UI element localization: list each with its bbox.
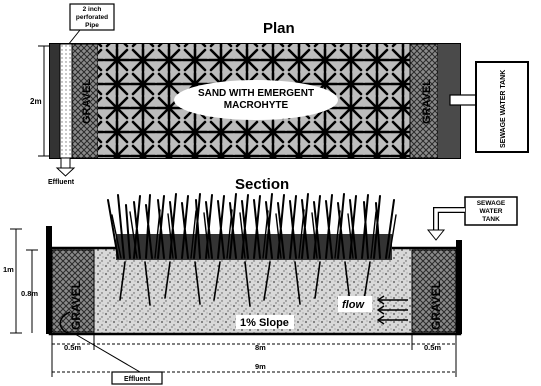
section-flow-label: flow: [342, 299, 365, 311]
section-dim-total-label: 9m: [255, 362, 266, 371]
plan-gravel-right: [409, 43, 439, 159]
section-gravel-left-label: GRAVEL: [69, 281, 83, 330]
section-left-wall: [46, 226, 52, 334]
plan-center-line1: SAND WITH EMERGENT: [198, 88, 314, 99]
section-gravel-right-label: GRAVEL: [429, 281, 443, 330]
section-slope-box: [236, 315, 294, 329]
section-flow-box: [338, 296, 372, 312]
section-outlet-arrow: [59, 311, 71, 335]
section-tank-line1: SEWAGE: [477, 200, 506, 207]
section-height-total-label: 1m: [3, 265, 14, 274]
pipe-label-line3: Pipe: [85, 22, 99, 29]
plan-perforated-pipe: [59, 43, 73, 159]
plan-center-label: SAND WITH EMERGENT MACROHYTE: [174, 80, 338, 120]
section-tank-line2: WATER: [480, 208, 503, 215]
plan-title: Plan: [263, 20, 295, 37]
plan-width-dimension: 2m: [30, 45, 50, 157]
plan-effluent-arrow: [55, 157, 76, 177]
section-dim-left-label: 0.5m: [64, 343, 81, 352]
section-gravel-left: [51, 249, 95, 333]
section-tank-callout: SEWAGE WATER TANK: [426, 196, 518, 241]
pipe-label-line2: perforated: [76, 14, 108, 21]
section-reeds: [107, 193, 397, 307]
plan-gravel-left: [71, 43, 99, 159]
section-effluent-leader: [74, 333, 141, 373]
plan-effluent-label: Effluent: [48, 179, 75, 186]
plan-sewage-tank: [475, 61, 529, 153]
plan-gravel-left-label: GRAVEL: [81, 79, 93, 124]
plan-width-label: 2m: [30, 97, 42, 106]
pipe-callout: 2 inch perforated Pipe: [67, 3, 115, 46]
pipe-label-line1: 2 inch: [83, 6, 102, 13]
section-view: Section SEWAGE WATER TANK 1m 0.8m: [3, 176, 518, 385]
section-height-bed-label: 0.8m: [21, 289, 38, 298]
section-title: Section: [235, 176, 289, 193]
plan-tank-label: SEWAGE WATER TANK: [500, 70, 507, 148]
section-dim-right-label: 0.5m: [424, 343, 441, 352]
section-flow-arrows: [376, 295, 408, 325]
plan-gravel-right-label: GRAVEL: [421, 79, 433, 124]
section-effluent-box: [111, 371, 163, 385]
section-height-dimension: 1m 0.8m: [3, 228, 38, 334]
section-gravel-right: [411, 249, 457, 333]
plan-right-edge: [438, 44, 460, 158]
section-slope-label: 1% Slope: [240, 317, 289, 329]
section-right-wall: [456, 240, 462, 334]
plan-view: Plan 2 inch perforated Pipe 2m GRAVEL: [30, 3, 529, 186]
plan-center-line2: MACROHYTE: [224, 100, 289, 111]
plan-inlet-pipe: [449, 94, 477, 106]
section-tank-line3: TANK: [482, 216, 500, 223]
section-effluent-label: Effluent: [124, 376, 151, 383]
plan-left-edge: [50, 44, 60, 158]
section-length-dimensions: [51, 333, 457, 377]
section-dim-center-label: 8m: [255, 343, 266, 352]
